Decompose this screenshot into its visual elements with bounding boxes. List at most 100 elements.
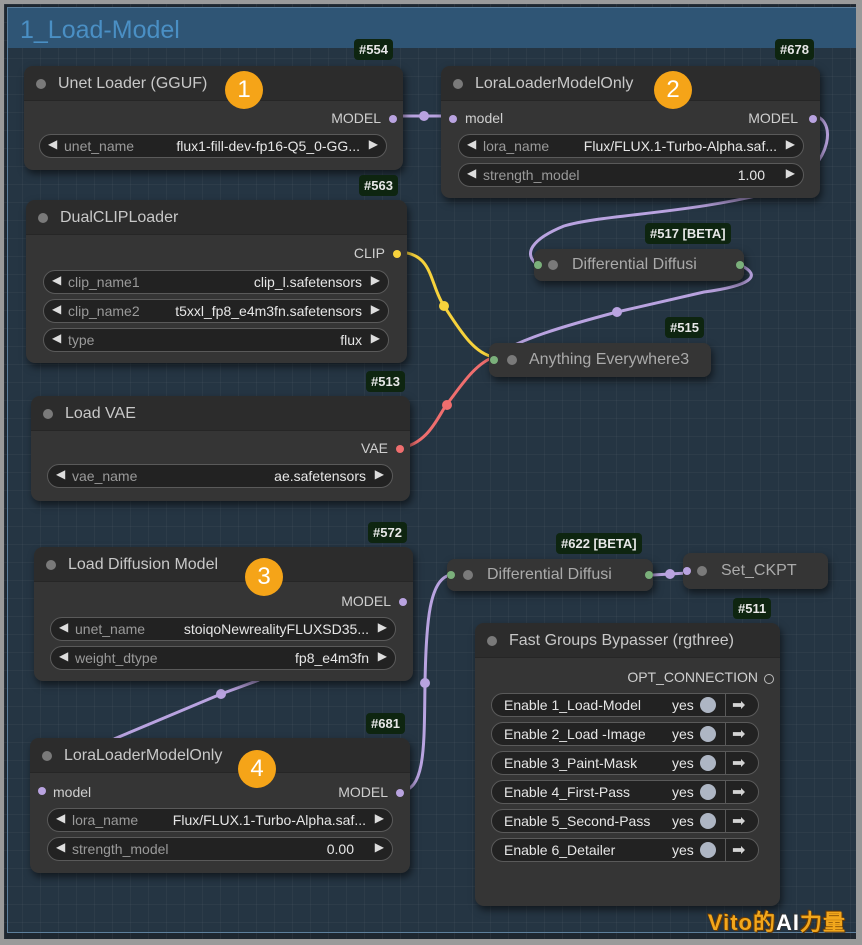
toggle-switch-icon[interactable] <box>700 784 716 800</box>
collapse-dot-icon[interactable] <box>487 636 497 646</box>
toggle-enable-3-paint-mask[interactable]: Enable 3_Paint-Mask yes ➡ <box>491 751 759 775</box>
output-slot-opt-connection[interactable] <box>764 674 774 684</box>
go-to-group-arrow-icon[interactable]: ➡ <box>732 755 746 772</box>
widget-clip-name1[interactable]: ◀ clip_name1 clip_l.safetensors ▶ <box>43 270 389 294</box>
toggle-switch-icon[interactable] <box>700 726 716 742</box>
arrow-right-icon[interactable]: ▶ <box>785 137 795 151</box>
output-slot-clip[interactable] <box>393 250 401 258</box>
input-slot[interactable] <box>490 356 498 364</box>
arrow-right-icon[interactable]: ▶ <box>368 137 378 151</box>
collapse-dot-icon[interactable] <box>507 355 517 365</box>
collapse-dot-icon[interactable] <box>548 260 558 270</box>
arrow-right-icon[interactable]: ▶ <box>374 840 384 854</box>
arrow-left-icon[interactable]: ◀ <box>52 302 62 316</box>
widget-unet-name[interactable]: ◀ unet_name stoiqoNewrealityFLUXSD35... … <box>50 617 396 641</box>
collapse-dot-icon[interactable] <box>43 409 53 419</box>
widget-unet-name[interactable]: ◀ unet_name flux1-fill-dev-fp16-Q5_0-GG.… <box>39 134 387 158</box>
node-title-bar[interactable]: Anything Everywhere3 <box>489 343 711 377</box>
widget-strength-model[interactable]: ◀ strength_model 1.00 ▶ <box>458 163 804 187</box>
arrow-left-icon[interactable]: ◀ <box>467 137 477 151</box>
arrow-left-icon[interactable]: ◀ <box>467 166 477 180</box>
input-slot-model[interactable] <box>449 115 457 123</box>
node-title-bar[interactable]: LoraLoaderModelOnly <box>30 738 410 773</box>
widget-vae-name[interactable]: ◀ vae_name ae.safetensors ▶ <box>47 464 393 488</box>
node-dual-clip-loader[interactable]: DualCLIPLoader CLIP ◀ clip_name1 clip_l.… <box>26 200 407 363</box>
toggle-enable-5-second-pass[interactable]: Enable 5_Second-Pass yes ➡ <box>491 809 759 833</box>
toggle-switch-icon[interactable] <box>700 697 716 713</box>
node-title-bar[interactable]: DualCLIPLoader <box>26 200 407 235</box>
widget-lora-name[interactable]: ◀ lora_name Flux/FLUX.1-Turbo-Alpha.saf.… <box>47 808 393 832</box>
collapse-dot-icon[interactable] <box>46 560 56 570</box>
node-anything-everywhere3[interactable]: Anything Everywhere3 <box>489 343 711 377</box>
widget-weight-dtype[interactable]: ◀ weight_dtype fp8_e4m3fn ▶ <box>50 646 396 670</box>
input-slot-model[interactable] <box>38 787 46 795</box>
node-fast-groups-bypasser[interactable]: Fast Groups Bypasser (rgthree) OPT_CONNE… <box>475 623 780 906</box>
arrow-right-icon[interactable]: ▶ <box>370 302 380 316</box>
collapse-dot-icon[interactable] <box>697 566 707 576</box>
toggle-switch-icon[interactable] <box>700 755 716 771</box>
arrow-right-icon[interactable]: ▶ <box>785 166 795 180</box>
widget-strength-model[interactable]: ◀ strength_model 0.00 ▶ <box>47 837 393 861</box>
output-slot-vae[interactable] <box>396 445 404 453</box>
collapse-dot-icon[interactable] <box>42 751 52 761</box>
output-slot-model[interactable] <box>399 598 407 606</box>
arrow-right-icon[interactable]: ▶ <box>377 649 387 663</box>
collapse-dot-icon[interactable] <box>38 213 48 223</box>
arrow-left-icon[interactable]: ◀ <box>59 649 69 663</box>
go-to-group-arrow-icon[interactable]: ➡ <box>732 697 746 714</box>
arrow-left-icon[interactable]: ◀ <box>56 811 66 825</box>
node-title-bar[interactable]: Load Diffusion Model <box>34 547 413 582</box>
widget-lora-name[interactable]: ◀ lora_name Flux/FLUX.1-Turbo-Alpha.saf.… <box>458 134 804 158</box>
go-to-group-arrow-icon[interactable]: ➡ <box>732 842 746 859</box>
collapse-dot-icon[interactable] <box>36 79 46 89</box>
node-set-ckpt[interactable]: Set_CKPT <box>683 553 828 589</box>
node-title-bar[interactable]: Differential Diffusi <box>447 559 653 591</box>
output-slot-model[interactable] <box>396 789 404 797</box>
node-differential-diffusion-2[interactable]: Differential Diffusi <box>447 559 653 591</box>
node-load-vae[interactable]: Load VAE VAE ◀ vae_name ae.safetensors ▶ <box>31 396 410 501</box>
node-load-diffusion-model[interactable]: Load Diffusion Model MODEL ◀ unet_name s… <box>34 547 413 681</box>
node-differential-diffusion-1[interactable]: Differential Diffusi <box>534 249 744 281</box>
arrow-left-icon[interactable]: ◀ <box>48 137 58 151</box>
go-to-group-arrow-icon[interactable]: ➡ <box>732 813 746 830</box>
input-slot-model[interactable] <box>683 567 691 575</box>
collapse-dot-icon[interactable] <box>463 570 473 580</box>
arrow-left-icon[interactable]: ◀ <box>56 467 66 481</box>
node-title-bar[interactable]: LoraLoaderModelOnly <box>441 66 820 101</box>
arrow-right-icon[interactable]: ▶ <box>374 811 384 825</box>
node-lora-loader-2[interactable]: LoraLoaderModelOnly model MODEL ◀ lora_n… <box>30 738 410 873</box>
node-title-bar[interactable]: Fast Groups Bypasser (rgthree) <box>475 623 780 658</box>
go-to-group-arrow-icon[interactable]: ➡ <box>732 726 746 743</box>
node-unet-loader-gguf[interactable]: Unet Loader (GGUF) MODEL ◀ unet_name flu… <box>24 66 403 170</box>
arrow-left-icon[interactable]: ◀ <box>52 331 62 345</box>
arrow-left-icon[interactable]: ◀ <box>56 840 66 854</box>
arrow-left-icon[interactable]: ◀ <box>59 620 69 634</box>
arrow-right-icon[interactable]: ▶ <box>374 467 384 481</box>
arrow-right-icon[interactable]: ▶ <box>370 331 380 345</box>
node-title-bar[interactable]: Differential Diffusi <box>534 249 744 281</box>
node-lora-loader-1[interactable]: LoraLoaderModelOnly model MODEL ◀ lora_n… <box>441 66 820 198</box>
toggle-enable-4-first-pass[interactable]: Enable 4_First-Pass yes ➡ <box>491 780 759 804</box>
group-header[interactable]: 1_Load-Model <box>8 8 856 48</box>
arrow-right-icon[interactable]: ▶ <box>370 273 380 287</box>
node-title-bar[interactable]: Unet Loader (GGUF) <box>24 66 403 101</box>
output-slot-model[interactable] <box>389 115 397 123</box>
node-title-bar[interactable]: Load VAE <box>31 396 410 431</box>
output-slot-model[interactable] <box>645 571 653 579</box>
toggle-switch-icon[interactable] <box>700 813 716 829</box>
collapse-dot-icon[interactable] <box>453 79 463 89</box>
input-slot-model[interactable] <box>447 571 455 579</box>
toggle-enable-6-detailer[interactable]: Enable 6_Detailer yes ➡ <box>491 838 759 862</box>
widget-clip-name2[interactable]: ◀ clip_name2 t5xxl_fp8_e4m3fn.safetensor… <box>43 299 389 323</box>
go-to-group-arrow-icon[interactable]: ➡ <box>732 784 746 801</box>
toggle-enable-2-load-image[interactable]: Enable 2_Load -Image yes ➡ <box>491 722 759 746</box>
output-slot-model[interactable] <box>736 261 744 269</box>
arrow-left-icon[interactable]: ◀ <box>52 273 62 287</box>
toggle-enable-1-load-model[interactable]: Enable 1_Load-Model yes ➡ <box>491 693 759 717</box>
workflow-canvas[interactable]: 1_Load-Model Unet Loader (GGUF) MODEL ◀ … <box>4 4 856 939</box>
output-slot-model[interactable] <box>809 115 817 123</box>
widget-type[interactable]: ◀ type flux ▶ <box>43 328 389 352</box>
toggle-switch-icon[interactable] <box>700 842 716 858</box>
input-slot-model[interactable] <box>534 261 542 269</box>
arrow-right-icon[interactable]: ▶ <box>377 620 387 634</box>
